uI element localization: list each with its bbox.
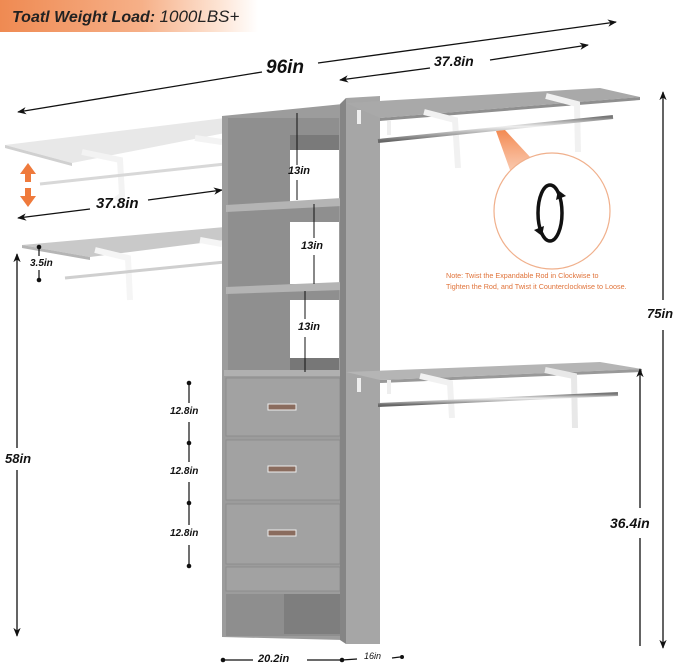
left-height-label: 58in	[5, 451, 32, 466]
total-height-label: 75in	[647, 306, 674, 321]
lower-right-shelf	[346, 362, 642, 429]
total-width-label: 96in	[266, 57, 305, 78]
left-shelf-width-label: 37.8in	[96, 195, 139, 212]
weight-load-text: Toatl Weight Load: 1000LBS+	[12, 7, 239, 27]
drawer-1-label: 12.8in	[170, 406, 199, 417]
tower-depth-label: 16in	[364, 651, 382, 661]
note-line-1: Note: Twist the Expandable Rod in Clockw…	[446, 271, 599, 280]
middle-left-shelf	[22, 227, 226, 301]
tower-width-label: 20.2in	[258, 653, 290, 665]
drawer-3-label: 12.8in	[170, 528, 199, 539]
right-lower-height-label: 36.4in	[610, 515, 650, 531]
shelf-rod-gap-dimension	[36, 244, 42, 283]
center-tower	[222, 96, 380, 644]
drawer-handle	[267, 465, 297, 473]
rod-twist-note: Note: Twist the Expandable Rod in Clockw…	[446, 270, 676, 292]
tower-depth-dimension	[341, 655, 404, 661]
weight-load-label: Toatl Weight Load:	[12, 9, 156, 26]
drawer-handle	[267, 529, 297, 537]
cubby-2-label: 13in	[301, 240, 324, 252]
up-down-arrow-icon	[20, 163, 36, 207]
top-right-shelf-dimension	[339, 42, 589, 83]
cubby-3-label: 13in	[298, 321, 321, 333]
note-line-2: Tighten the Rod, and Twist it Counterclo…	[446, 282, 627, 291]
drawer-height-dimension	[186, 380, 192, 569]
left-shelf-dimension	[17, 187, 223, 221]
shelf-rod-gap-label: 3.5in	[30, 258, 53, 269]
cubby-dimension-lines	[296, 113, 315, 372]
top-left-shelf	[5, 118, 226, 203]
cubby-1-label: 13in	[288, 165, 311, 177]
rod-detail-inset	[493, 130, 611, 270]
top-right-shelf-width-label: 37.8in	[434, 53, 474, 69]
rotate-clockwise-icon	[536, 183, 564, 243]
drawer-2-label: 12.8in	[170, 466, 199, 477]
drawer-handle	[267, 403, 297, 411]
total-width-dimension	[17, 19, 617, 115]
weight-load-banner: Toatl Weight Load: 1000LBS+	[0, 0, 258, 32]
weight-load-value: 1000LBS+	[159, 7, 240, 26]
top-right-shelf	[346, 88, 640, 169]
